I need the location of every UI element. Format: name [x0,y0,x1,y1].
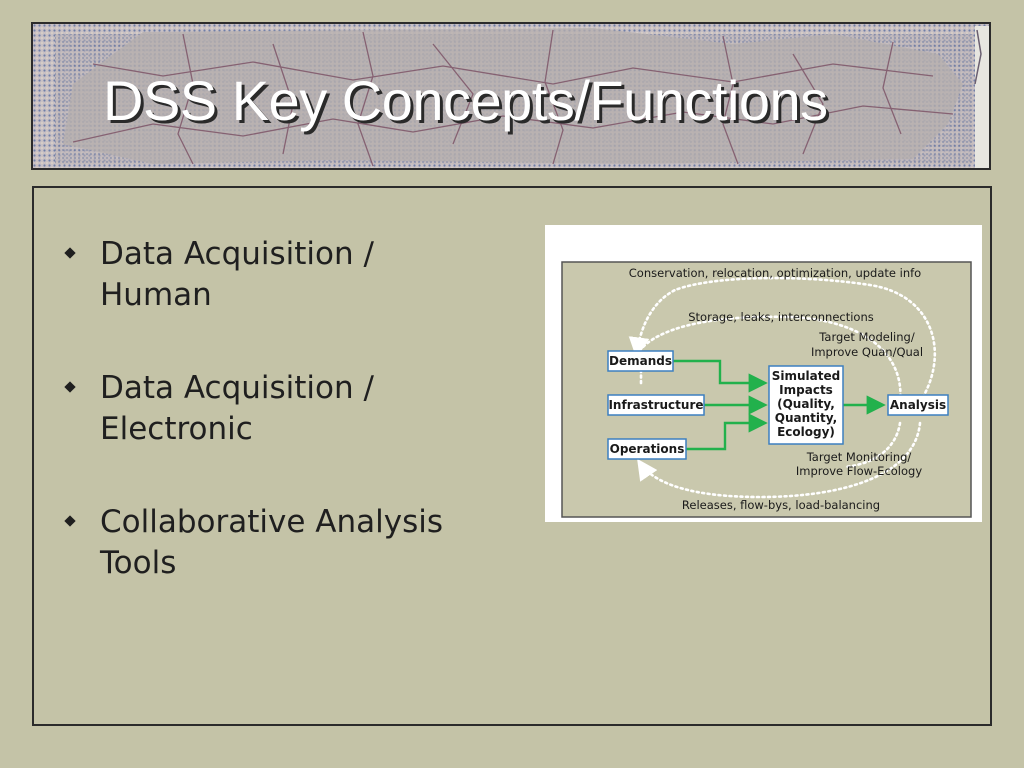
monitoring-loop [843,421,902,469]
simulated-impacts-box: Simulated Impacts (Quality, Quantity, Ec… [768,365,844,445]
bullet-item: Data Acquisition / Electronic [60,368,500,450]
bullet-text-line1: Data Acquisition / [100,236,374,272]
top-loop-label: Conservation, relocation, optimization, … [629,266,921,280]
center-line-2: Impacts [779,383,833,397]
analysis-label: Analysis [890,398,946,412]
bullet-text-line2: Tools [100,545,177,581]
bullet-text-line2: Human [100,277,212,313]
operations-label: Operations [610,442,685,456]
inner-feedback-loop [641,315,902,404]
diamond-bullet-icon [64,247,76,259]
target-modeling-label-1: Target Modeling/ [818,330,915,344]
page-title: DSS Key Concepts/Functions [103,69,828,132]
bullet-item: Data Acquisition / Human [60,234,500,316]
operations-arrow [686,413,768,451]
infrastructure-box: Infrastructure [607,394,705,416]
demands-box: Demands [607,350,674,372]
bullet-item: Collaborative Analysis Tools [60,502,500,584]
bullet-list: Data Acquisition / Human Data Acquisitio… [60,234,500,636]
diamond-bullet-icon [64,381,76,393]
inner-loop-label: Storage, leaks, interconnections [688,310,873,324]
operations-box: Operations [607,438,687,460]
title-banner: DSS Key Concepts/Functions [31,22,991,170]
target-monitoring-label-2: Improve Flow-Ecology [796,464,922,478]
target-modeling-label-2: Improve Quan/Qual [811,345,923,359]
bullet-text-line1: Data Acquisition / [100,370,374,406]
demands-arrow [673,359,768,393]
center-line-1: Simulated [772,369,840,383]
center-line-5: Ecology) [777,425,835,439]
infrastructure-label: Infrastructure [608,398,703,412]
center-line-4: Quantity, [775,411,837,425]
content-panel [32,186,992,726]
bullet-text-line2: Electronic [100,411,253,447]
target-monitoring-label-1: Target Monitoring/ [806,450,912,464]
dss-flow-diagram: Conservation, relocation, optimization, … [545,225,982,522]
analysis-box: Analysis [887,394,949,416]
bullet-text-line1: Collaborative Analysis [100,504,443,540]
demands-label: Demands [609,354,672,368]
bottom-loop-label: Releases, flow-bys, load-balancing [682,498,880,512]
bottom-feedback-loop [637,421,922,499]
map-background-image [33,24,989,168]
top-feedback-loop [628,276,936,404]
center-line-3: (Quality, [777,397,835,411]
diamond-bullet-icon [64,515,76,527]
